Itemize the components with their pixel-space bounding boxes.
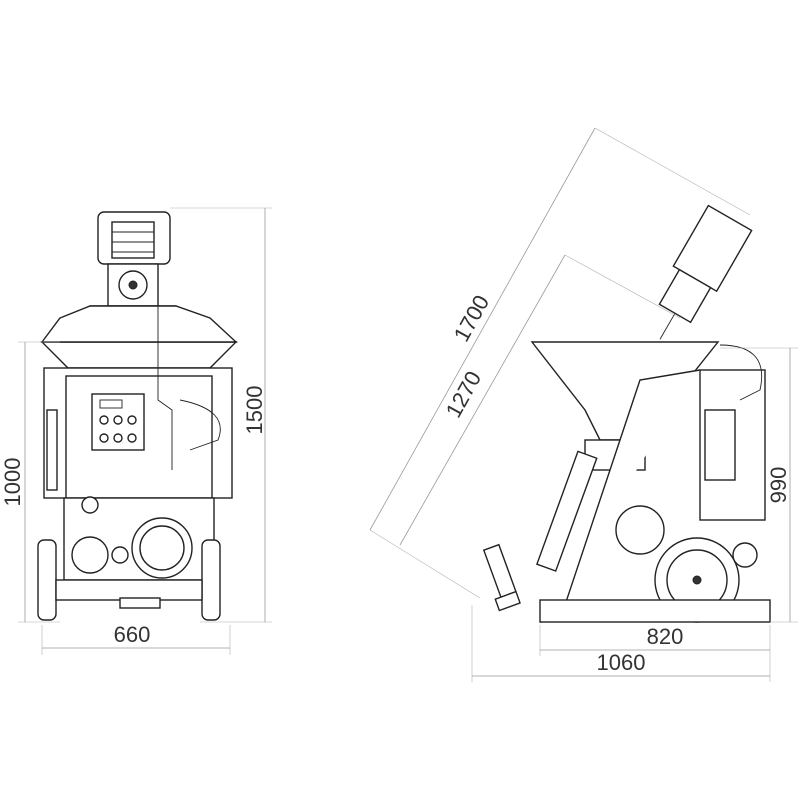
dimension-label-1000: 1000 (0, 458, 25, 507)
dimension-label-1700: 1700 (449, 291, 495, 346)
piping (157, 300, 221, 470)
hopper-top (40, 305, 238, 343)
dimension-line-1270 (399, 254, 566, 546)
hopper (40, 341, 238, 369)
dimension-label-820: 820 (647, 624, 684, 649)
side-view (482, 204, 771, 623)
dimension-line-1700 (369, 127, 596, 531)
dimension-label-1060: 1060 (597, 650, 646, 675)
side-base (539, 599, 771, 623)
nozzle (482, 543, 517, 599)
motor-body (111, 221, 155, 259)
control-knob (113, 433, 123, 443)
control-knob (99, 415, 109, 425)
side-handle (719, 344, 763, 401)
dimension-label-1500: 1500 (242, 386, 267, 435)
control-knob (127, 415, 137, 425)
front-view (37, 211, 238, 621)
wheel-right (201, 539, 221, 621)
display (99, 399, 123, 409)
control-knob (127, 433, 137, 443)
pump-stator (536, 450, 598, 572)
base (55, 579, 203, 601)
dimension-label-990: 990 (766, 467, 791, 504)
dimension-label-660: 660 (114, 622, 151, 647)
pressure-gauge (71, 536, 109, 574)
control-knob (113, 415, 123, 425)
gauge (81, 496, 99, 514)
side-compressor (615, 505, 665, 555)
side-control-box (704, 409, 736, 481)
nozzle-tip (494, 590, 521, 612)
front-dimensions: 1500 1000 660 (0, 207, 272, 655)
dimension-label-1270: 1270 (441, 367, 487, 422)
wheel-left (37, 539, 57, 621)
foot (119, 597, 161, 609)
side-tube (46, 409, 58, 491)
control-knob (99, 433, 109, 443)
caster (732, 542, 758, 568)
